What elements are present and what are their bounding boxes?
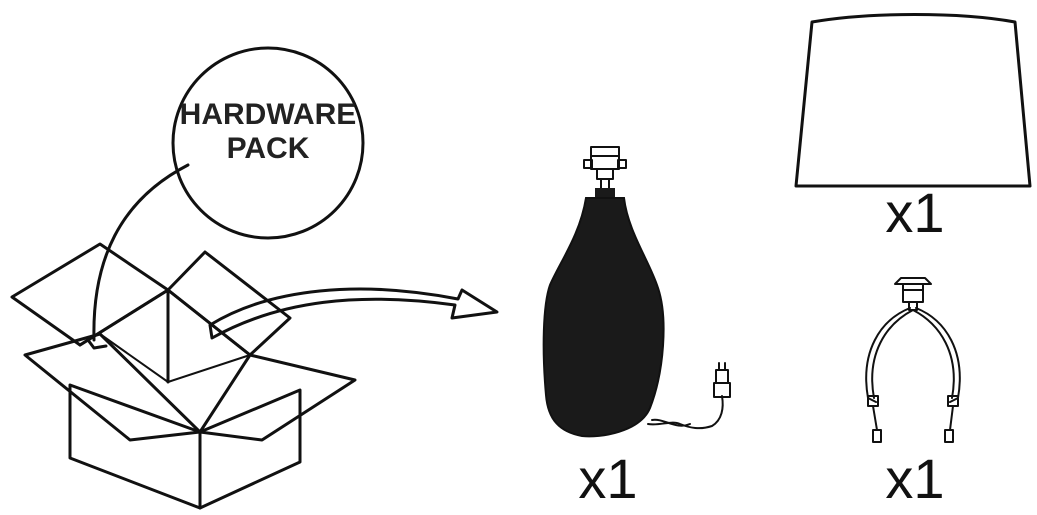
hardware-pack-label-line1: HARDWARE: [180, 98, 357, 131]
lamp-shade-icon: [794, 13, 1032, 188]
open-box-icon: [10, 242, 357, 510]
lamp-shade-quantity: x1: [885, 181, 944, 244]
hardware-pack-pointer-line: [86, 163, 190, 350]
hardware-pack-badge: HARDWARE PACK: [171, 46, 365, 240]
lamp-base-icon: [542, 146, 731, 438]
lamp-base-quantity: x1: [578, 447, 637, 510]
harp-quantity: x1: [885, 447, 944, 510]
hardware-pack-label-line2: PACK: [227, 132, 310, 165]
harp-icon: [865, 277, 961, 443]
unpack-arrow-icon: [208, 287, 499, 340]
